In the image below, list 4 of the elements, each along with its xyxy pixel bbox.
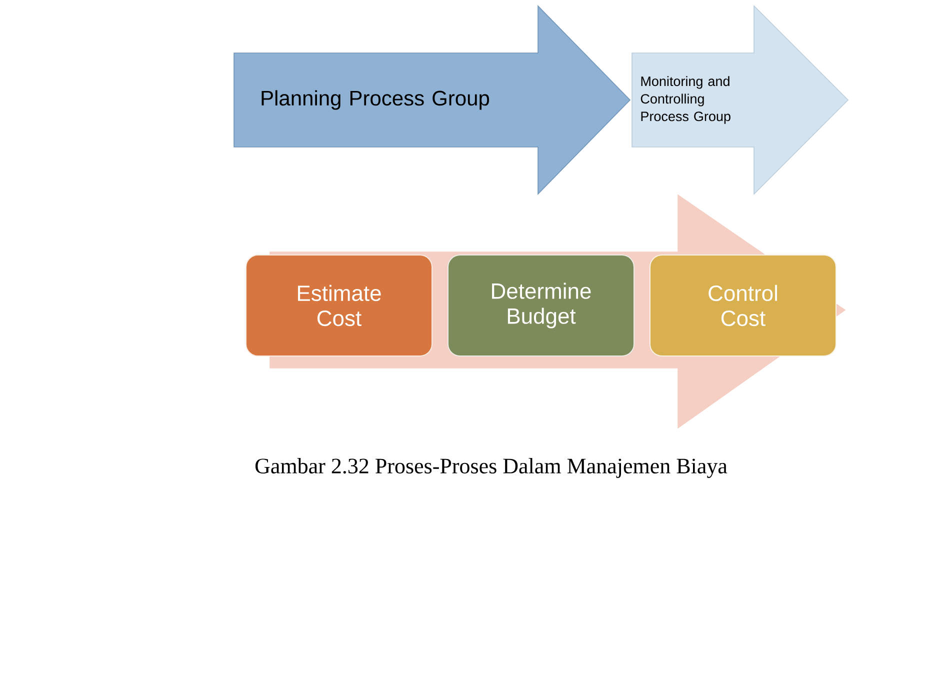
- process-box: Control Cost: [650, 254, 836, 356]
- process-box: Estimate Cost: [246, 254, 432, 356]
- process-box: Determine Budget: [448, 254, 634, 356]
- caption: Gambar 2.32 Proses-Proses Dalam Manajemen Biaya: [255, 458, 728, 478]
